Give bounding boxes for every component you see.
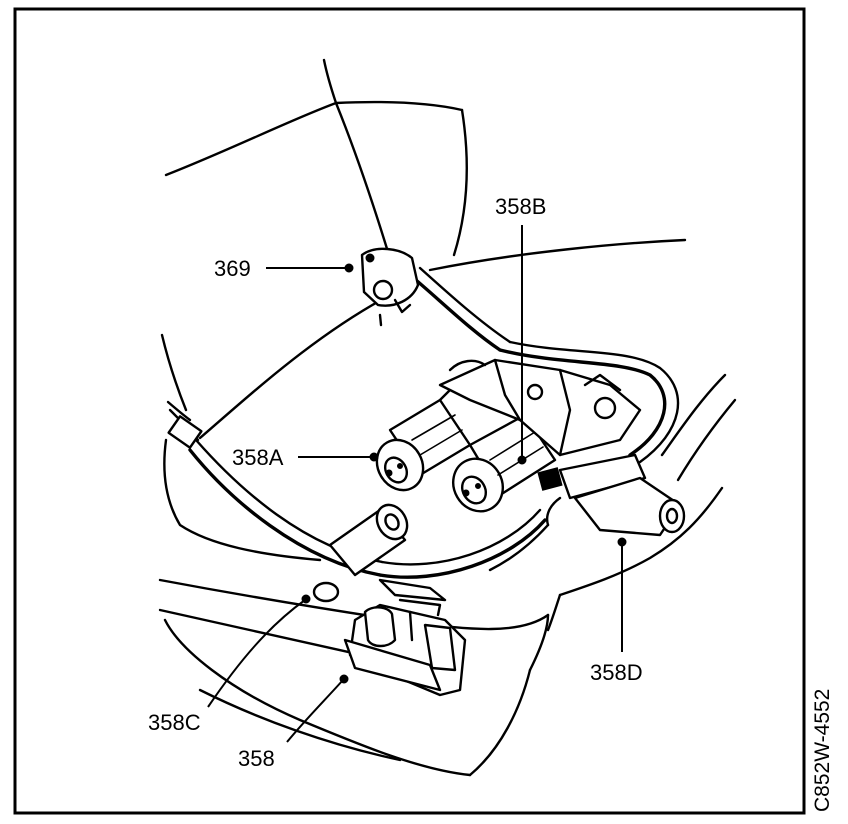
leader-lines bbox=[207, 225, 627, 743]
leader-358c bbox=[207, 599, 306, 708]
illustration-code: C852W-4552 bbox=[811, 689, 834, 812]
motor-358d bbox=[488, 453, 686, 572]
callout-labels: 369 358B 358A 358D 358C 358 bbox=[148, 194, 643, 771]
callout-358: 358 bbox=[238, 746, 275, 771]
seat-cushion bbox=[163, 238, 737, 632]
callout-358a: 358A bbox=[232, 445, 284, 470]
callout-358c: 358C bbox=[148, 710, 201, 735]
part-369 bbox=[360, 247, 420, 327]
leader-358 bbox=[286, 679, 344, 743]
gearbox-assembly bbox=[438, 358, 642, 457]
motor-358c bbox=[312, 503, 447, 603]
switch-358 bbox=[343, 598, 467, 697]
seat-back bbox=[160, 58, 468, 412]
seat-track-base bbox=[158, 578, 550, 777]
motor-358b bbox=[452, 413, 557, 513]
callout-358d: 358D bbox=[590, 660, 643, 685]
callout-358b: 358B bbox=[495, 194, 546, 219]
diagram-frame bbox=[13, 7, 806, 815]
callout-369: 369 bbox=[214, 256, 251, 281]
